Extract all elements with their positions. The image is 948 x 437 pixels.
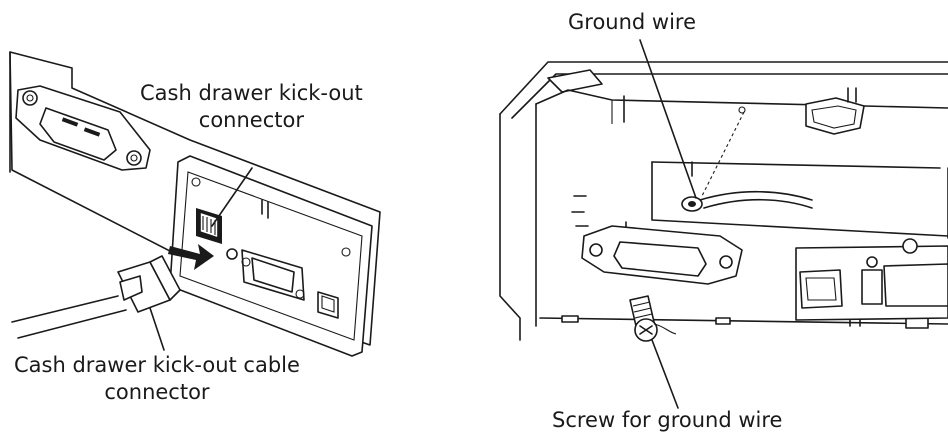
small-hole	[738, 106, 746, 114]
label-kickout-connector: Cash drawer kick-out connector	[140, 80, 363, 134]
right-printer-interior-illustration	[499, 39, 948, 409]
label-ground-wire: Ground wire	[568, 10, 697, 34]
ground-wire-illustration	[681, 190, 813, 212]
label-kickout-connector-line1: Cash drawer kick-out	[140, 81, 363, 105]
bottom-rail	[539, 317, 948, 325]
serial-port	[241, 249, 305, 301]
interior-interface-board	[795, 238, 948, 321]
kickout-cable-plug	[11, 255, 181, 339]
leader-ground-wire	[639, 39, 697, 199]
usb-port	[317, 291, 339, 319]
leader-kickout-cable	[149, 307, 165, 351]
housing-top-edge	[499, 61, 948, 115]
leader-kickout-connector	[211, 167, 253, 227]
label-ground-screw: Screw for ground wire	[552, 408, 783, 432]
insert-arrow	[168, 244, 214, 270]
printer-rear-panel	[9, 51, 381, 346]
leader-ground-screw	[651, 339, 679, 409]
ac-power-inlet	[15, 85, 151, 171]
label-kickout-cable: Cash drawer kick-out cable connector	[14, 352, 300, 406]
interior-ac-inlet	[581, 225, 743, 285]
latch-block	[805, 87, 865, 135]
label-kickout-cable-line2: connector	[104, 380, 210, 404]
left-printer-rear-illustration	[9, 51, 381, 357]
ground-screw-illustration	[629, 295, 677, 342]
label-kickout-cable-line1: Cash drawer kick-out cable	[14, 353, 300, 377]
label-kickout-connector-line2: connector	[198, 108, 304, 132]
kickout-connector-port	[196, 208, 238, 260]
